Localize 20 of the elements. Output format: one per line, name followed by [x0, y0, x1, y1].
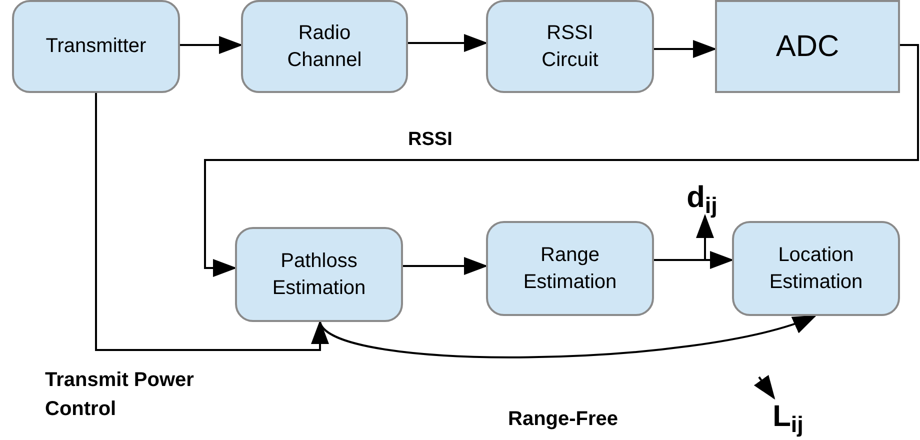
process-box: ADC: [715, 0, 900, 93]
arrow: [95, 93, 329, 351]
process-box: Transmitter: [12, 0, 180, 93]
arrow: [319, 314, 817, 358]
process-box: RSSI Circuit: [486, 0, 654, 93]
arrow: [403, 257, 488, 275]
variable-label: L$_{ij}$: [762, 398, 814, 436]
arrow: [754, 374, 776, 400]
process-box: Location Estimation: [732, 221, 900, 316]
process-box: Radio Channel: [241, 0, 408, 93]
arrow: [408, 34, 488, 52]
arrow: [204, 44, 919, 277]
arrow: [654, 40, 717, 58]
annotation-text: Range-Free: [508, 407, 620, 432]
annotation-text: Transmit Power Control: [45, 368, 195, 422]
process-box: Range Estimation: [486, 221, 654, 316]
variable-label: d$_{ij}$: [676, 180, 728, 216]
process-box: Pathloss Estimation: [235, 227, 403, 322]
arrow: [180, 36, 243, 54]
arrow: [654, 214, 714, 261]
